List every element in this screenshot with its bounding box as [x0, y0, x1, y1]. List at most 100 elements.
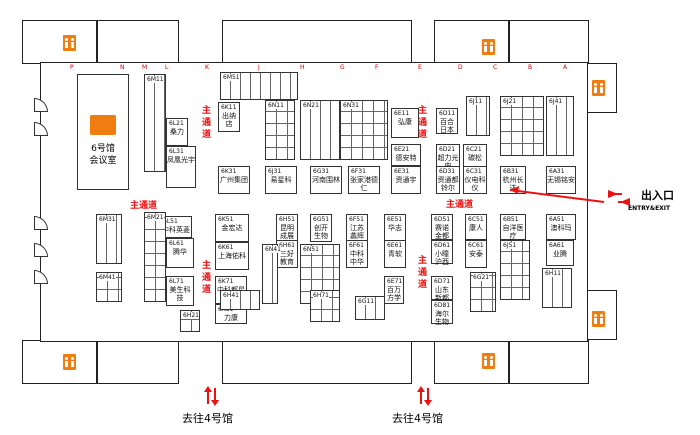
booth-cluster[interactable]: 6M11 [144, 74, 166, 172]
booth-id: 6M11 [147, 76, 164, 83]
booth-id: 6N11 [268, 102, 284, 109]
booth-id: 6K51 [218, 216, 234, 223]
booth-name: 江苏蠡辉 [350, 224, 364, 240]
booth-cluster[interactable]: 6N11 [265, 100, 295, 160]
booth-id: 6F31 [351, 168, 366, 175]
booth-cluster[interactable]: 6G21 [470, 272, 496, 312]
booth-cluster[interactable]: 6H11 [542, 268, 572, 308]
to-hall4-label[interactable]: 去往4号馆 [182, 412, 233, 425]
booth-cluster[interactable]: 6J11 [466, 96, 490, 136]
booth-cluster[interactable]: 6N31 [340, 100, 388, 160]
booth-name: 弘康 [398, 118, 412, 126]
vertical-road-4: 主通道 [418, 256, 428, 290]
booth-id: 6N41 [265, 246, 281, 253]
booth-id: 6L21 [169, 120, 184, 127]
column-label: F [375, 64, 379, 71]
booth-cluster[interactable]: 6M21 [144, 212, 166, 302]
to-hall4-label-2[interactable]: 去往4号馆 [392, 412, 443, 425]
booth-id: 6D31 [439, 168, 456, 175]
booth-cluster[interactable]: 6M51 [220, 72, 298, 100]
booth-id: 6K61 [218, 244, 234, 251]
column-label: B [528, 64, 533, 71]
room-top-right [434, 20, 509, 64]
booth-id: 6J31 [268, 168, 282, 175]
booth-id: 6C21 [466, 146, 482, 153]
booth-id: 6B31 [503, 168, 519, 175]
booth-cluster[interactable]: 6H41 [220, 290, 260, 310]
booth-id: 6J21 [503, 98, 517, 105]
booth-name: 上海佑科 [218, 252, 246, 260]
room-top-right2 [509, 20, 589, 64]
booth-name: 凤凰光宇 [167, 156, 195, 164]
booth-name: 三好教育 [280, 250, 294, 266]
vertical-road-3: 主通道 [418, 106, 428, 140]
booth-id: 6K31 [221, 168, 237, 175]
column-label: G [340, 64, 345, 71]
booth-id: 6F61 [349, 242, 364, 249]
booth-id: 6D71 [434, 278, 451, 285]
booth-id: 6M41 [99, 274, 116, 281]
booth-cluster[interactable]: 6J41 [546, 96, 574, 156]
booth-name: 百万方学 [387, 286, 401, 302]
booth-cluster[interactable]: 6H71 [310, 290, 340, 322]
booth-cluster[interactable]: 6N21 [300, 100, 340, 160]
exit-label-en: ENTRY&EXIT [628, 205, 671, 212]
toilet-icon [592, 311, 605, 327]
entry-exit-arrow-icon [510, 186, 630, 206]
booth-id: 6N51 [303, 246, 319, 253]
booth-cluster[interactable]: 6N41 [262, 244, 281, 304]
booth-id: 6E61 [387, 242, 403, 249]
booth-id: 6H71 [313, 292, 329, 299]
booth-name: 易星科 [270, 176, 292, 184]
booth-cluster[interactable]: 6G11 [355, 296, 385, 320]
booth-name: 业腾 [553, 250, 567, 258]
booth-cluster[interactable]: 6M31 [96, 214, 122, 264]
meeting-room-label-1: 6号馆 [91, 144, 115, 154]
booth-cluster[interactable]: 6J21 [500, 96, 544, 156]
column-label: A [563, 64, 568, 71]
booth-id: 6G21 [473, 274, 490, 281]
booth-cluster[interactable]: 6H21 [180, 310, 200, 332]
booth-cluster[interactable]: 6M41 [96, 272, 122, 302]
booth-cluster[interactable]: 6J51 [500, 240, 530, 300]
column-label: J [258, 64, 260, 71]
booth-id: 6M21 [147, 214, 164, 221]
meeting-room[interactable]: 6号馆 会议室 [77, 74, 129, 190]
